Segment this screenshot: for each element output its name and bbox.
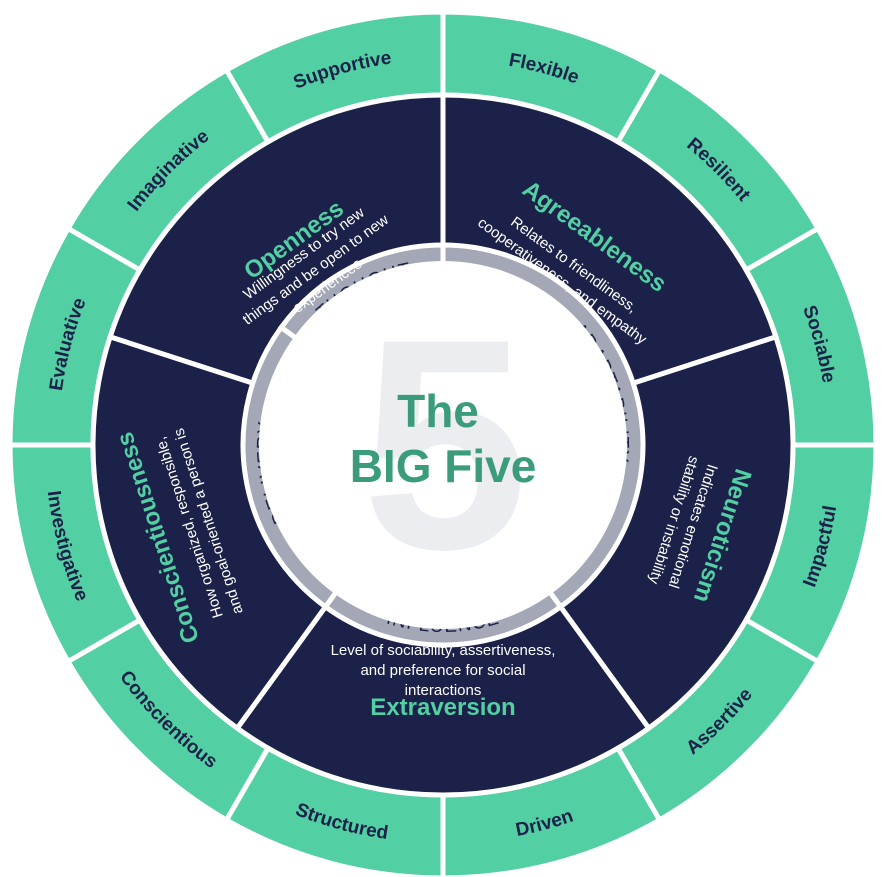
trait-desc-extraversion: Level of sociability, assertiveness, and … xyxy=(331,642,556,699)
trait-ring xyxy=(90,92,796,798)
trait-desc-line: Level of sociability, assertiveness, xyxy=(331,642,556,659)
trait-desc-line: and preference for social xyxy=(360,662,525,679)
trait-title-extraversion: Extraversion xyxy=(370,694,515,721)
center-area: 5 The BIG Five xyxy=(259,261,627,629)
center-title-line2: BIG Five xyxy=(350,440,537,492)
big-five-digit: 5 xyxy=(362,276,529,612)
center-title-line1: The xyxy=(397,385,479,437)
center-disc xyxy=(259,261,627,629)
trait-desc-line: interactions xyxy=(405,682,482,699)
